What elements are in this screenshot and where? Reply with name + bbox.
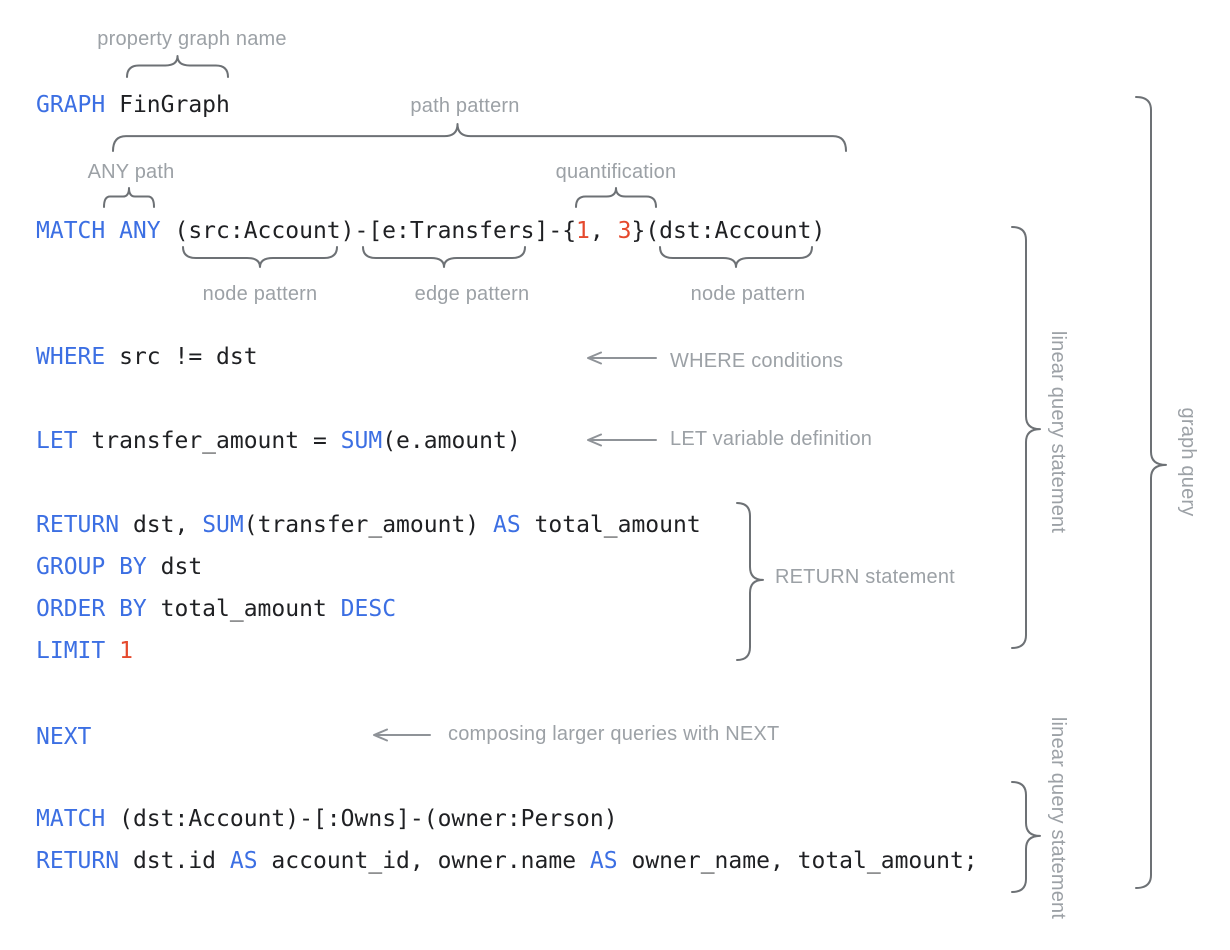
code-line-order-by: ORDER BY total_amount DESC	[36, 596, 396, 622]
return-clause-2-token: account_id, owner.name	[257, 848, 590, 874]
return-clause-token: total_amount	[520, 512, 701, 538]
label-next-note: composing larger queries with NEXT	[448, 723, 780, 745]
code-line-group-by: GROUP BY dst	[36, 554, 202, 580]
group-by-clause-token: dst	[146, 554, 203, 580]
code-line-return-2: RETURN dst.id AS account_id, owner.name …	[36, 848, 978, 874]
match-clause-token: }(dst:Account)	[631, 218, 826, 244]
code-line-next: NEXT	[36, 724, 91, 750]
label-path-pattern: path pattern	[410, 95, 520, 117]
node-pattern-left-brace	[182, 246, 338, 268]
code-line-let: LET transfer_amount = SUM(e.amount)	[36, 428, 521, 454]
match-clause-2-token: MATCH	[36, 806, 106, 832]
label-return-statement: RETURN statement	[775, 566, 955, 588]
code-line-return: RETURN dst, SUM(transfer_amount) AS tota…	[36, 512, 701, 538]
code-line-match-2: MATCH (dst:Account)-[:Owns]-(owner:Perso…	[36, 806, 618, 832]
return-clause-token: dst,	[119, 512, 203, 538]
group-by-clause-token: GROUP BY	[36, 554, 147, 580]
any-path-brace	[103, 187, 155, 208]
return-clause-token: AS	[492, 512, 521, 538]
limit-clause-token: 1	[119, 638, 133, 664]
match-clause-token: ,	[589, 218, 618, 244]
let-clause-token: LET	[36, 428, 78, 454]
where-clause-token: WHERE	[36, 344, 106, 370]
limit-clause-token: LIMIT	[36, 638, 106, 664]
return-clause-2-token: RETURN	[36, 848, 120, 874]
code-line-graph: GRAPH FinGraph	[36, 92, 230, 118]
node-pattern-right-brace	[659, 246, 813, 268]
label-node-pattern-left: node pattern	[202, 283, 318, 305]
label-linear-query-statement-bottom: linear query statement	[1047, 716, 1069, 920]
match-clause-token: 1	[576, 218, 590, 244]
match-clause-token: MATCH ANY	[36, 218, 161, 244]
next-keyword-token: NEXT	[36, 724, 92, 750]
label-linear-query-statement-top: linear query statement	[1047, 330, 1069, 534]
return-statement-brace	[736, 502, 764, 661]
match-clause-token: 3	[617, 218, 632, 244]
code-line-limit: LIMIT 1	[36, 638, 133, 664]
graph-query-brace	[1135, 96, 1167, 889]
order-by-clause-token: ORDER BY	[36, 596, 147, 622]
let-variable-arrow	[587, 433, 657, 447]
let-clause-token: (e.amount)	[382, 428, 521, 454]
label-quantification: quantification	[555, 161, 677, 183]
return-clause-token: SUM	[202, 512, 244, 538]
return-clause-2-token: owner_name, total_amount;	[617, 848, 978, 874]
label-edge-pattern: edge pattern	[414, 283, 530, 305]
next-arrow	[373, 728, 431, 742]
property-graph-name-brace	[126, 55, 229, 78]
label-let-variable: LET variable definition	[670, 428, 873, 450]
order-by-clause-token: total_amount	[146, 596, 341, 622]
where-conditions-arrow	[587, 351, 657, 365]
label-where-conditions: WHERE conditions	[670, 350, 844, 372]
linear-query-statement-top-brace	[1011, 226, 1041, 649]
let-clause-token: SUM	[340, 428, 383, 454]
match-clause-2-token: (dst:Account)-[:Owns]-(owner:Person)	[105, 806, 618, 832]
match-clause-token: (src:Account)-[e:Transfers]-{	[160, 218, 577, 244]
label-graph-query: graph query	[1177, 407, 1199, 517]
return-clause-2-token: AS	[589, 848, 618, 874]
limit-clause-token	[105, 638, 119, 664]
return-clause-2-token: AS	[229, 848, 258, 874]
let-clause-token: transfer_amount =	[77, 428, 341, 454]
code-line-where: WHERE src != dst	[36, 344, 258, 370]
order-by-clause-token: DESC	[340, 596, 397, 622]
graph-clause-token: GRAPH	[36, 92, 106, 118]
label-any-path: ANY path	[87, 161, 175, 183]
return-clause-token: (transfer_amount)	[243, 512, 493, 538]
return-clause-2-token: dst.id	[119, 848, 230, 874]
return-clause-token: RETURN	[36, 512, 120, 538]
edge-pattern-brace	[362, 246, 526, 268]
label-property-graph-name: property graph name	[97, 28, 287, 50]
where-clause-token: src != dst	[105, 344, 258, 370]
linear-query-statement-bottom-brace	[1011, 781, 1041, 893]
graph-clause-token: FinGraph	[105, 92, 230, 118]
code-line-match: MATCH ANY (src:Account)-[e:Transfers]-{1…	[36, 218, 825, 244]
path-pattern-brace	[112, 123, 847, 152]
quantification-brace	[575, 187, 657, 208]
label-node-pattern-right: node pattern	[690, 283, 806, 305]
